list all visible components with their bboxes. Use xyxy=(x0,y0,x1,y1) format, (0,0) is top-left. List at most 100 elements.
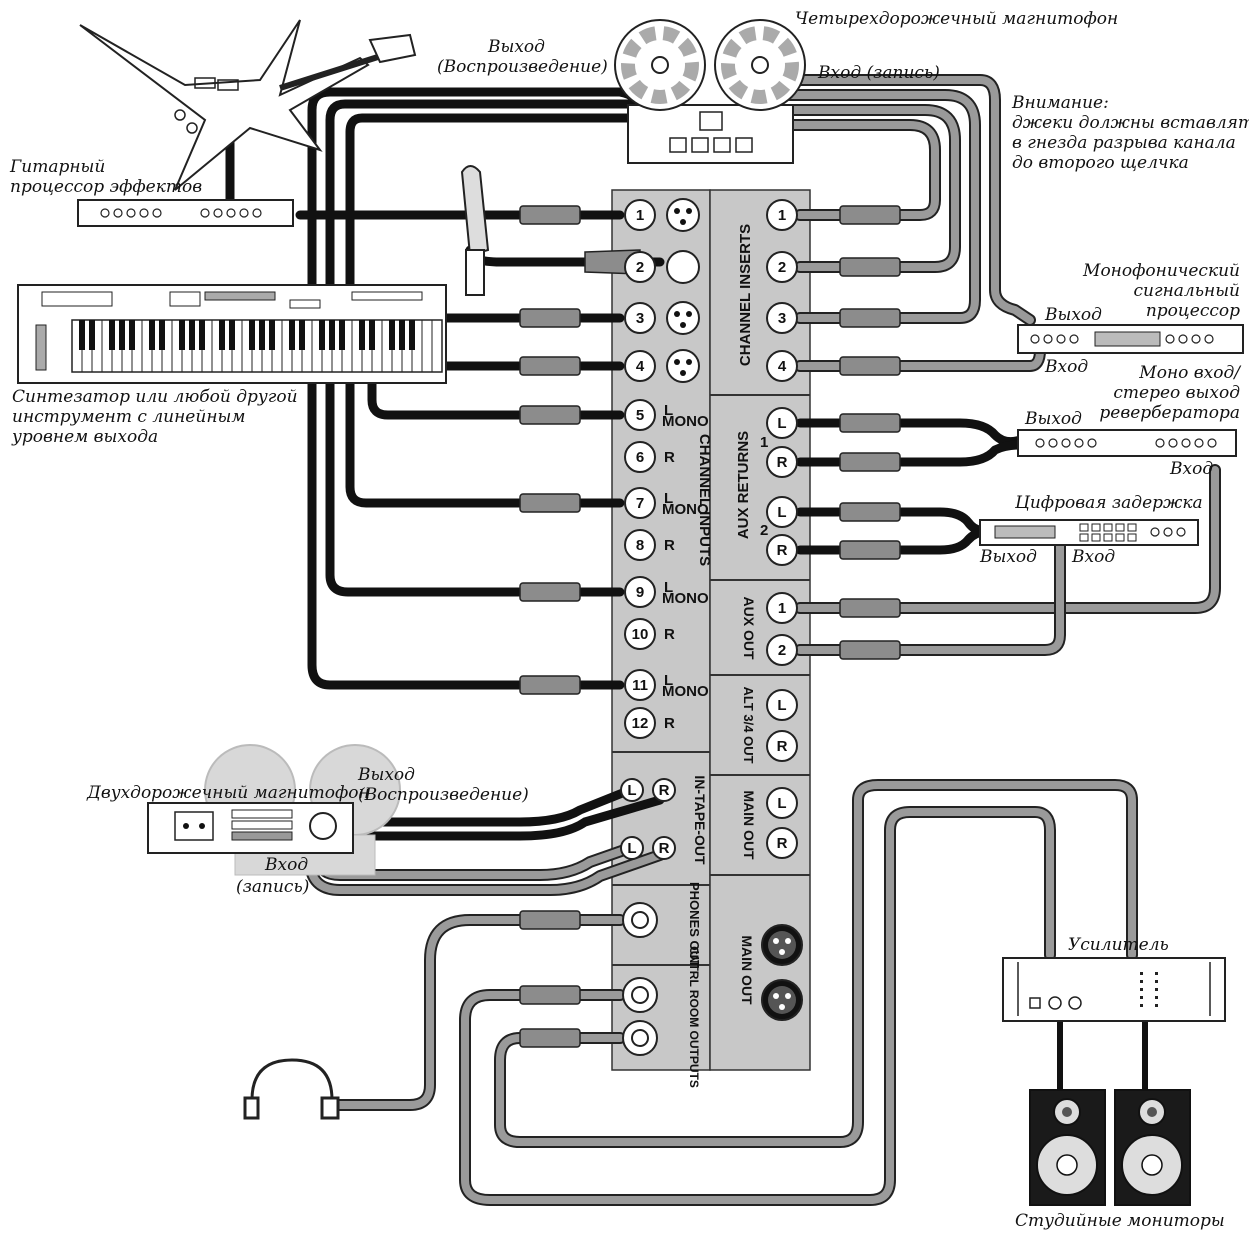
label-synth-2: инструмент с линейным xyxy=(12,407,245,427)
main-out-l: L xyxy=(777,795,786,812)
insert-3: 3 xyxy=(778,310,786,327)
input-11-l: L xyxy=(664,672,673,689)
four-track-recorder xyxy=(614,19,806,164)
electric-guitar xyxy=(79,19,417,191)
section-phones: PHONES OUT xyxy=(687,882,702,968)
tape-out-l: L xyxy=(627,782,636,799)
reverb-unit xyxy=(1017,429,1237,457)
main-out-xlr xyxy=(761,924,803,1021)
input-8-r: R xyxy=(664,537,675,554)
input-9-mono: MONO xyxy=(662,590,709,607)
section-aux-returns: AUX RETURNS xyxy=(735,431,752,539)
two-track-recorder xyxy=(147,744,401,876)
aux-out-2: 2 xyxy=(778,642,786,659)
alt-out-r: R xyxy=(777,738,788,755)
section-cntrl: CNTRL ROOM OUTPUTS xyxy=(687,946,701,1088)
amplifier xyxy=(1002,957,1226,1022)
section-tape: IN-TAPE-OUT xyxy=(692,775,708,865)
label-mono-proc-3: процессор xyxy=(1146,301,1240,321)
aux-return-1-r: R xyxy=(777,454,788,471)
label-amp: Усилитель xyxy=(1068,935,1169,955)
input-11-mono: MONO xyxy=(662,683,709,700)
studio-monitors xyxy=(1029,1089,1191,1206)
label-mono-out: Выход xyxy=(1044,305,1102,325)
cables xyxy=(225,74,1221,1206)
label-warning-4: до второго щелчка xyxy=(1012,153,1189,173)
label-warning-2: джеки должны вставляться xyxy=(1012,113,1249,133)
label-reverb-in: Вход xyxy=(1169,459,1213,479)
tape-rca-jacks: L R L R xyxy=(620,778,676,860)
input-9-l: L xyxy=(664,579,673,596)
input-11: 11 xyxy=(632,677,648,694)
synthesizer xyxy=(17,284,447,384)
alt-out-l: L xyxy=(777,697,786,714)
label-guitar-fx-2: процессор эффектов xyxy=(10,177,202,197)
label-two-in-1: Вход xyxy=(264,855,308,875)
main-out-r: R xyxy=(777,835,788,852)
label-tape-in: Вход (запись) xyxy=(817,63,940,83)
label-reverb-1: Моно вход/ xyxy=(1138,363,1242,383)
input-12: 12 xyxy=(632,715,649,732)
xlr-inputs xyxy=(666,198,700,383)
input-1: 1 xyxy=(636,207,644,224)
insert-2: 2 xyxy=(778,259,786,276)
section-alt-out: ALT 3/4 OUT xyxy=(741,686,756,763)
tape-in-r: R xyxy=(659,840,670,857)
input-7-l: L xyxy=(664,490,673,507)
section-channel-inserts: CHANNEL INSERTS xyxy=(737,224,754,366)
mono-signal-processor xyxy=(1017,324,1244,354)
aux-return-2-l: L xyxy=(777,504,786,521)
label-mono-proc-2: сигнальный xyxy=(1134,281,1240,301)
guitar-fx-processor xyxy=(77,199,294,227)
right-column-jacks: 1 2 3 4 L R L R 1 2 1 2 L R L R xyxy=(760,199,798,859)
input-5: 5 xyxy=(636,407,644,424)
microphone xyxy=(460,165,490,296)
label-two-track: Двухдорожечный магнитофон xyxy=(86,783,370,803)
label-synth-1: Синтезатор или любой другой xyxy=(12,387,298,407)
annotations: Четырехдорожечный магнитофон Выход (Восп… xyxy=(9,9,1249,1231)
aux-return-1-l: L xyxy=(777,415,786,432)
aux-out-1: 1 xyxy=(778,600,786,617)
section-aux-out: AUX OUT xyxy=(741,597,757,660)
label-delay: Цифровая задержка xyxy=(1014,493,1203,513)
label-mono-in: Вход xyxy=(1044,357,1088,377)
tape-in-l: L xyxy=(627,840,636,857)
label-tape-out-2: (Воспроизведение) xyxy=(437,57,608,77)
label-two-out-2: (Воспроизведение) xyxy=(358,785,529,805)
label-delay-out: Выход xyxy=(979,547,1037,567)
section-main-out-lr: MAIN OUT xyxy=(741,790,757,860)
input-jacks: 1 2 3 4 5 6 7 8 9 10 11 12 L MONO R L MO… xyxy=(624,198,709,739)
input-5-mono: MONO xyxy=(662,413,709,430)
input-7-mono: MONO xyxy=(662,501,709,518)
insert-4: 4 xyxy=(778,358,787,375)
aux-return-2-r: R xyxy=(777,542,788,559)
label-delay-in: Вход xyxy=(1071,547,1115,567)
aux-return-num-1: 1 xyxy=(760,434,768,451)
label-reverb-2: стерео выход xyxy=(1113,383,1240,403)
input-3: 3 xyxy=(636,310,644,327)
input-10: 10 xyxy=(632,626,649,643)
cable-plugs xyxy=(519,205,901,1048)
label-two-out-1: Выход xyxy=(357,765,415,785)
input-12-r: R xyxy=(664,715,675,732)
label-warning-3: в гнезда разрыва канала xyxy=(1012,133,1236,153)
insert-1: 1 xyxy=(778,207,786,224)
phones-cntrl-jacks xyxy=(622,902,658,1056)
label-guitar-fx-1: Гитарный xyxy=(9,157,105,177)
section-channel-inputs: CHANNEL INPUTS xyxy=(696,434,713,566)
label-reverb-out: Выход xyxy=(1024,409,1082,429)
headphones xyxy=(243,1058,340,1120)
tape-out-r: R xyxy=(659,782,670,799)
label-synth-3: уровнем выхода xyxy=(11,427,158,447)
input-7: 7 xyxy=(636,495,644,512)
label-warning-1: Внимание: xyxy=(1011,93,1109,113)
input-10-r: R xyxy=(664,626,675,643)
section-main-out-xlr: MAIN OUT xyxy=(739,935,755,1005)
aux-return-num-2: 2 xyxy=(760,522,768,539)
label-mono-proc-1: Монофонический xyxy=(1082,261,1240,281)
input-2: 2 xyxy=(636,259,644,276)
input-6: 6 xyxy=(636,449,644,466)
input-5-l: L xyxy=(664,402,673,419)
input-6-r: R xyxy=(664,449,675,466)
